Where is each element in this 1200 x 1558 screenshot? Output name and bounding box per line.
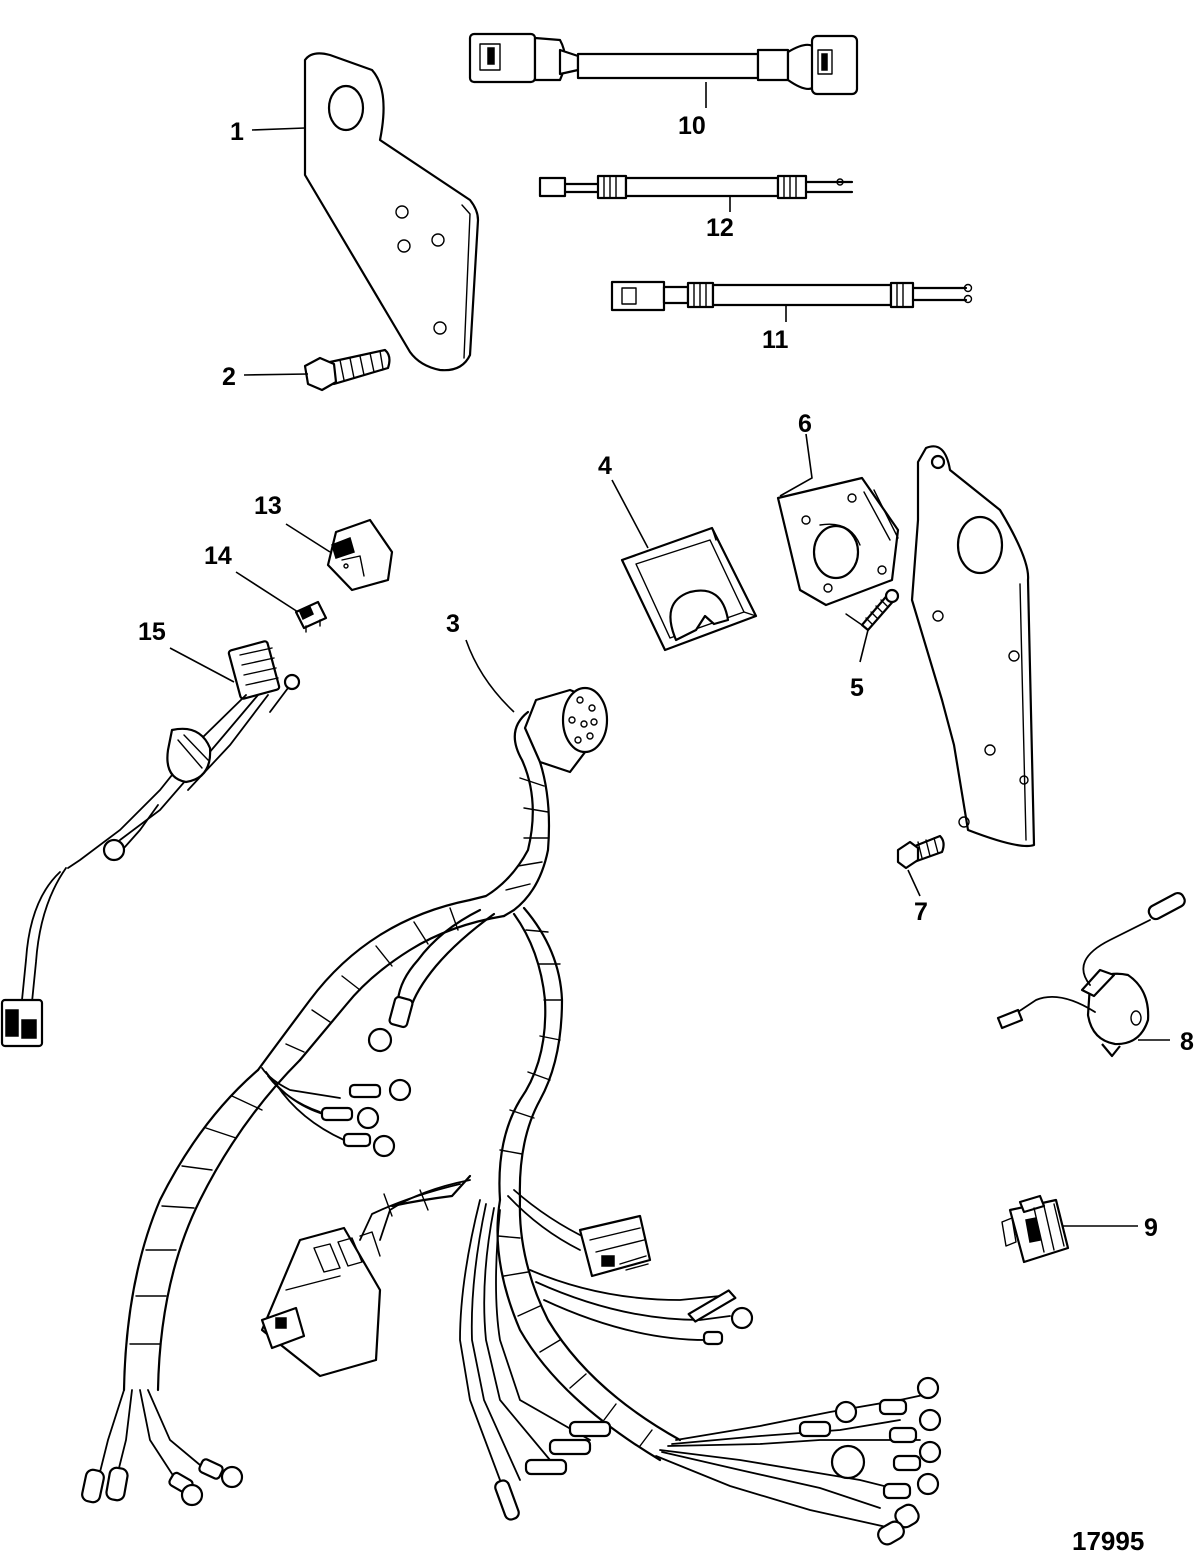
leader-15	[169, 647, 235, 683]
callout-3: 3	[446, 610, 460, 638]
callout-5: 5	[850, 674, 864, 702]
leader-2	[243, 373, 309, 376]
part-13-connector	[326, 518, 394, 592]
part-3-main-harness	[81, 686, 942, 1546]
callout-6: 6	[798, 410, 812, 438]
part-9-connector	[1001, 1194, 1070, 1264]
leader-3	[465, 639, 515, 713]
callout-12: 12	[706, 214, 734, 242]
leader-14	[235, 571, 299, 613]
figure-id: 17995	[1072, 1526, 1144, 1556]
part-14-fuse	[294, 600, 328, 633]
callout-11: 11	[762, 326, 789, 354]
callout-labels: 1 2 3 4 5 6 7 8 9 10 11 12 13 14 15	[138, 112, 1194, 1242]
leader-5	[859, 629, 869, 663]
part-11-harness	[610, 280, 973, 312]
part-7-screw	[896, 834, 945, 870]
part-2-bolt	[303, 348, 391, 392]
callout-15: 15	[138, 618, 166, 646]
callout-8: 8	[1180, 1028, 1194, 1056]
part-15-harness	[0, 640, 301, 1048]
part-5-screw	[845, 588, 900, 632]
part-1-bracket	[303, 52, 480, 372]
part-6-plate	[776, 445, 1036, 848]
leader-lines	[169, 82, 1170, 1227]
callout-9: 9	[1144, 1214, 1158, 1242]
leader-13	[285, 523, 331, 553]
callout-13: 13	[254, 492, 282, 520]
callout-14: 14	[204, 542, 232, 570]
callout-1: 1	[230, 118, 244, 146]
callout-4: 4	[598, 452, 612, 480]
part-12-harness	[538, 174, 854, 200]
leader-1	[251, 127, 306, 131]
callout-2: 2	[222, 363, 236, 391]
leader-6	[779, 433, 813, 497]
callout-10: 10	[678, 112, 706, 140]
part-4-boot	[620, 526, 758, 652]
callout-7: 7	[914, 898, 928, 926]
part-8-sensor	[996, 891, 1186, 1058]
leader-4	[611, 479, 649, 549]
leader-7	[907, 869, 921, 897]
part-10-harness	[468, 32, 859, 96]
